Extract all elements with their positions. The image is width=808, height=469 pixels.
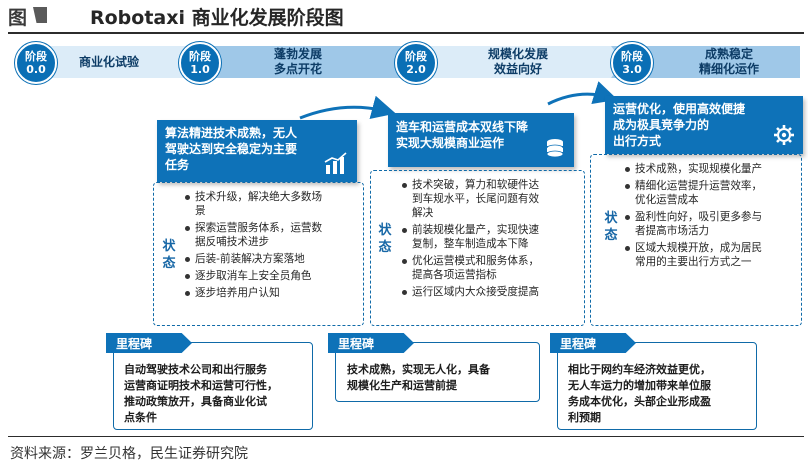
state-label-2: 状 态 <box>378 222 392 256</box>
state-list-2: 技术突破，算力和软硬件达到车规水平，长尾问题有效解决 前装规模化量产，实现快速复… <box>402 178 582 302</box>
state-label-1: 状 态 <box>162 238 176 272</box>
goal-3-line1: 运营优化，使用高效便捷 <box>613 102 746 116</box>
state-label-2-bottom: 态 <box>378 240 392 255</box>
stage-1-label-line2: 多点开花 <box>273 62 322 76</box>
goal-box-1: 算法精进技术成熟，无人 驾驶达到安全稳定为主要 任务 <box>157 120 357 182</box>
stage-3-badge-number: 3.0 <box>622 63 642 76</box>
state-label-2-top: 状 <box>378 223 392 238</box>
goal-3-line3: 出行方式 <box>613 134 662 148</box>
arrow-goal-2-to-3 <box>547 81 618 106</box>
state-list-3: 技术成熟，实现规模化量产 精细化运营提升运营效率，优化运营成本 盈利性向好，吸引… <box>625 162 800 272</box>
stage-0-badge-label: 阶段 <box>25 50 47 63</box>
goal-1-line3: 任务 <box>165 158 190 172</box>
goal-1-line1: 算法精进技术成熟，无人 <box>165 126 298 140</box>
list-item: 精细化运营提升运营效率，优化运营成本 <box>625 179 800 207</box>
milestone-text-1: 自动驾驶技术公司和出行服务运营商证明技术和运营可行性，推动政策放开，具备商业化试… <box>124 363 278 424</box>
stage-2-badge: 阶段 2.0 <box>395 42 437 84</box>
stage-0-badge: 阶段 0.0 <box>15 42 57 84</box>
state-label-3-bottom: 态 <box>604 228 618 243</box>
stage-3-label: 成熟稳定 精细化运作 <box>659 46 799 78</box>
stage-1-badge: 阶段 1.0 <box>179 42 221 84</box>
milestone-tab-3: 里程碑 <box>550 333 636 353</box>
stage-1-label-line1: 蓬勃发展 <box>273 47 322 61</box>
coins-icon <box>546 139 564 158</box>
stage-3-label-line2: 精细化运作 <box>698 62 759 76</box>
state-panel-2 <box>370 170 585 326</box>
figure-mark-icon <box>33 7 47 23</box>
goal-box-2: 造车和运营成本双线下降 实现大规模商业运作 <box>388 113 574 167</box>
milestone-text-3: 相比于网约车经济效益更优，无人车运力的增加带来单位服务成本优化，头部企业形成盈利… <box>568 363 711 424</box>
stage-2-badge-label: 阶段 <box>405 50 427 63</box>
milestone-text-2: 技术成熟，实现无人化，具备规模化生产和运营前提 <box>347 363 490 392</box>
arrow-goal-1-to-2 <box>299 95 396 120</box>
bar-chart-icon <box>324 152 347 174</box>
stage-1-badge-label: 阶段 <box>189 50 211 63</box>
state-label-3: 状 态 <box>604 210 618 244</box>
goal-2-line2: 实现大规模商业运作 <box>396 136 505 150</box>
list-item: 技术成熟，实现规模化量产 <box>625 162 800 176</box>
source-note: 资料来源：罗兰贝格，民生证券研究院 <box>10 446 248 462</box>
stage-2-badge-number: 2.0 <box>406 63 426 76</box>
header-rule <box>8 32 804 34</box>
state-label-1-top: 状 <box>162 239 176 254</box>
state-panel-1 <box>153 182 364 326</box>
stage-2-label-line1: 规模化发展 <box>487 47 548 61</box>
figure-label: 图 <box>8 7 29 29</box>
stage-1-chevron <box>191 46 417 78</box>
list-item: 盈利性向好，吸引更多参与者提高市场活力 <box>625 210 800 238</box>
state-list-1: 技术升级，解决绝大多数场景 探索运营服务体系，运营数据反哺技术进步 后装-前装解… <box>185 190 361 303</box>
stage-2-label: 规模化发展 效益向好 <box>443 46 593 78</box>
list-item: 技术突破，算力和软硬件达到车规水平，长尾问题有效解决 <box>402 178 582 220</box>
stage-0-chevron <box>31 46 217 78</box>
milestone-box-1 <box>113 342 313 430</box>
stage-3-label-line1: 成熟稳定 <box>704 47 753 61</box>
state-label-3-top: 状 <box>604 211 618 226</box>
diagram-title: Robotaxi 商业化发展阶段图 <box>90 7 344 29</box>
milestone-tab-2: 里程碑 <box>328 333 414 353</box>
stage-2-chevron <box>405 46 623 78</box>
list-item: 运行区域内大众接受度提高 <box>402 285 582 299</box>
milestone-tab-1: 里程碑 <box>106 333 192 353</box>
goal-3-line2: 成为极具竞争力的 <box>613 118 710 132</box>
list-item: 技术升级，解决绝大多数场景 <box>185 190 361 218</box>
stage-chevrons <box>31 46 800 78</box>
stage-0-label: 商业化试验 <box>78 54 139 69</box>
list-item: 区域大规模开放，成为居民常用的主要出行方式之一 <box>625 241 800 269</box>
list-item: 后装-前装解决方案落地 <box>185 252 361 266</box>
stage-0-badge-number: 0.0 <box>26 63 46 76</box>
stage-3-chevron <box>611 46 800 78</box>
stage-1-label: 蓬勃发展 多点开花 <box>228 46 368 78</box>
goal-2-line1: 造车和运营成本双线下降 <box>396 120 529 134</box>
stage-1-badge-number: 1.0 <box>190 63 210 76</box>
source-rule <box>8 436 804 437</box>
list-item: 前装规模化量产，实现快速复制，整车制造成本下降 <box>402 223 582 251</box>
stage-band: 阶段 0.0 商业化试验 阶段 1.0 蓬勃发展 多点开花 阶段 2.0 规模化… <box>13 42 800 84</box>
list-item: 逐步培养用户认知 <box>185 286 361 300</box>
goal-1-line2: 驾驶达到安全稳定为主要 <box>165 142 298 156</box>
gear-icon <box>774 125 794 145</box>
goal-box-3: 运营优化，使用高效便捷 成为极具竞争力的 出行方式 <box>605 96 803 154</box>
milestone-box-3 <box>557 342 757 430</box>
stage-3-badge: 阶段 3.0 <box>611 42 653 84</box>
stage-3-badge-label: 阶段 <box>621 50 643 63</box>
state-panel-3 <box>590 154 802 326</box>
stage-2-label-line2: 效益向好 <box>493 62 542 76</box>
list-item: 逐步取消车上安全员角色 <box>185 269 361 283</box>
list-item: 探索运营服务体系，运营数据反哺技术进步 <box>185 221 361 249</box>
state-label-1-bottom: 态 <box>162 256 176 271</box>
list-item: 优化运营模式和服务体系，提高各项运营指标 <box>402 254 582 282</box>
